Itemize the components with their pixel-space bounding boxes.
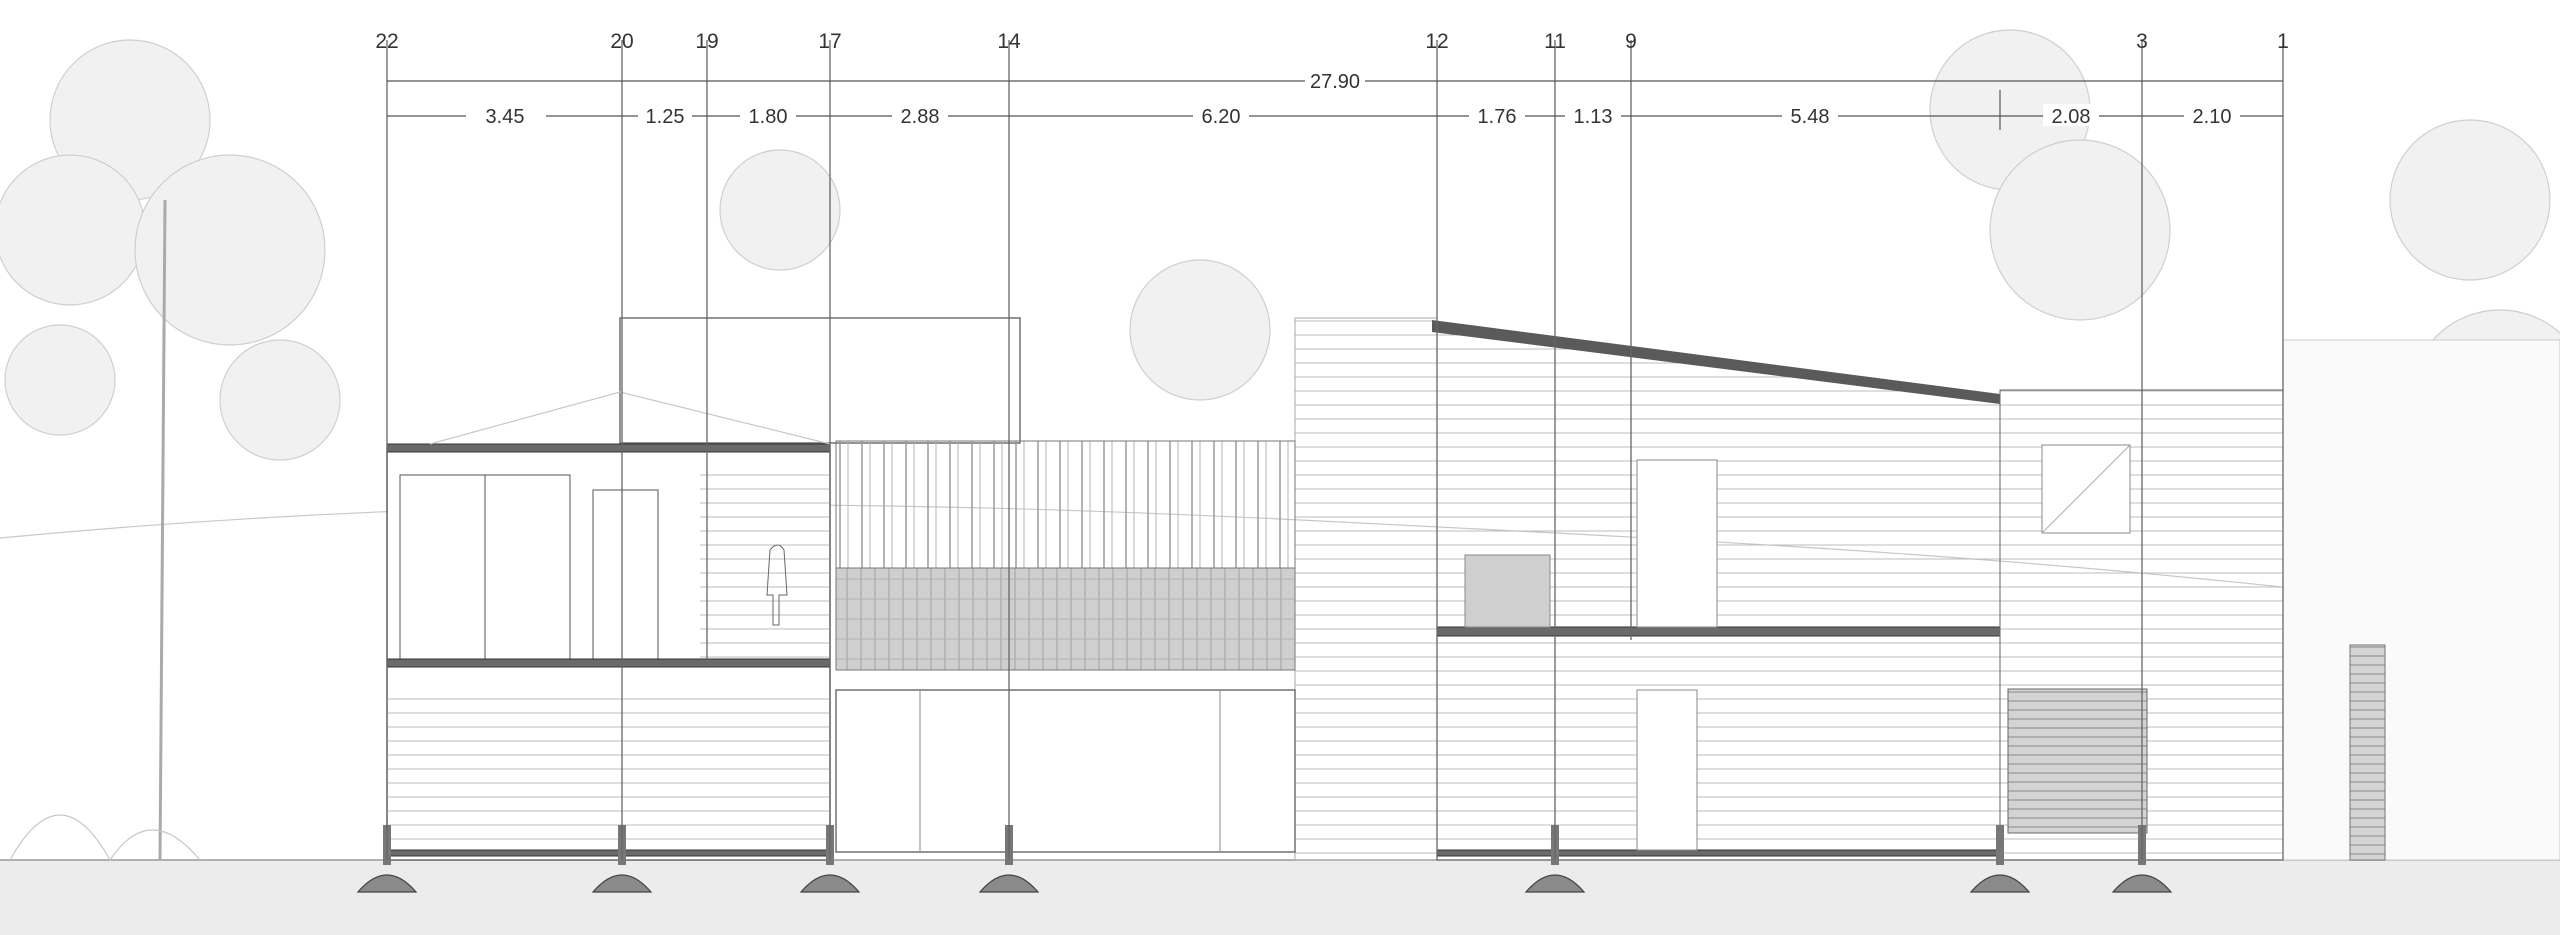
ground	[0, 860, 2560, 935]
dimension-label: 1.25	[646, 106, 685, 128]
dimension-label: 5.48	[1791, 106, 1830, 128]
dimension-label: 2.10	[2193, 106, 2232, 128]
grid-labels: 22 20 19 17 14 12 11 9 3 1	[375, 30, 2289, 53]
grid-label: 20	[610, 30, 633, 53]
dimension-labels: 27.90 3.45 1.25 1.80 2.88 6.20 1.76 1.13…	[466, 71, 2240, 128]
neighbor-wall	[2349, 644, 2386, 861]
grid-label: 11	[1544, 30, 1566, 53]
tree-left	[0, 39, 341, 861]
grid-label: 14	[997, 30, 1021, 53]
dimension-label: 1.76	[1478, 106, 1517, 128]
dimension-label: 2.88	[901, 106, 940, 128]
dimension-label: 6.20	[1202, 106, 1241, 128]
dimension-label: 1.80	[749, 106, 788, 128]
screen-facade	[835, 440, 1296, 853]
shrubs	[9, 814, 201, 862]
right-block	[1432, 320, 2001, 861]
grid-label: 1	[2277, 30, 2289, 53]
grid-label: 22	[375, 30, 398, 53]
grid-label: 3	[2136, 30, 2148, 53]
grid-label: 19	[695, 30, 718, 53]
dimension-label: 2.08	[2052, 106, 2091, 128]
grid-label: 17	[818, 30, 841, 53]
garage-door	[2007, 688, 2148, 834]
sloped-roof	[1432, 320, 2000, 404]
person-figure	[766, 544, 788, 626]
dimension-label: 1.13	[1574, 106, 1613, 128]
dimension-label: 3.45	[486, 106, 525, 128]
tree-mid	[719, 149, 1271, 401]
grid-label: 9	[1625, 30, 1637, 53]
grid-label: 12	[1425, 30, 1448, 53]
grid-lines	[386, 40, 2284, 860]
background-block	[1294, 317, 1438, 861]
overall-dimension: 27.90	[1310, 71, 1360, 93]
dimension-lines	[387, 80, 2283, 117]
left-block	[386, 391, 831, 861]
